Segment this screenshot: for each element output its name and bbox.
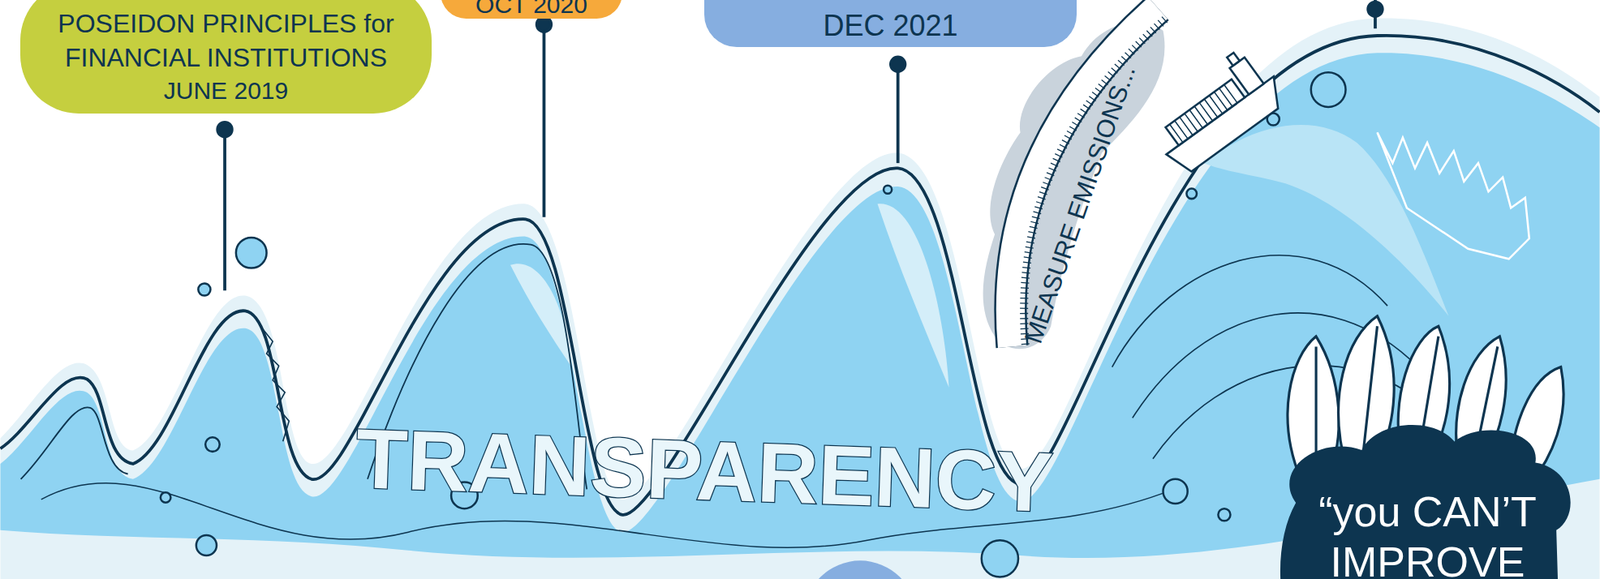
bubble — [197, 283, 211, 296]
ruler-body — [1010, 8, 1158, 347]
ship-funnel — [1226, 52, 1240, 66]
wave-highlight — [1204, 124, 1450, 317]
wave-outline — [21, 407, 129, 479]
bubbles — [160, 72, 1347, 577]
milestone-pill: POSEIDON PRINCIPLES for FINANCIAL INSTIT… — [20, 0, 432, 114]
bubble — [1163, 479, 1188, 504]
pin-dot — [537, 17, 552, 32]
bubble — [160, 492, 172, 504]
bubble — [981, 540, 1019, 577]
bubble — [205, 437, 220, 452]
node-heading: DEC 2021 — [822, 11, 958, 41]
pin-dot — [890, 56, 906, 72]
cloud-outline — [1280, 425, 1571, 579]
node-date: JUNE 2019 — [163, 75, 289, 107]
wave-title: TRANSPARENCY — [354, 416, 1054, 525]
bubble — [236, 237, 267, 269]
bubble — [883, 185, 892, 194]
pin-line — [896, 63, 900, 164]
bubble — [1186, 189, 1197, 200]
ship — [1141, 42, 1291, 178]
ship-cargo — [1165, 79, 1246, 146]
milestone-pill: DEC 2021 — [704, 0, 1077, 48]
milestone-pill: OCT 2020 — [440, 0, 623, 19]
bubble — [1217, 508, 1231, 521]
wave-line — [1112, 255, 1388, 368]
wave-spray — [1376, 132, 1529, 259]
node-heading: POSEIDON PRINCIPLES for FINANCIAL INSTIT… — [31, 7, 422, 75]
node-heading: OCT 2020 — [475, 0, 588, 18]
pin-dot — [1367, 2, 1383, 18]
bottom-circle — [804, 560, 917, 579]
quote-cloud: “you CAN’T IMPROVE — [1277, 418, 1578, 579]
node-heading: “you CAN’T IMPROVE — [1286, 486, 1570, 579]
pin-line — [223, 129, 227, 292]
pin-line — [542, 22, 547, 218]
bubble — [196, 535, 217, 556]
ruler-outline — [1010, 8, 1158, 347]
bubble — [1311, 72, 1347, 108]
pin-dot — [217, 122, 233, 138]
ship-cargo-lines — [1169, 84, 1238, 142]
